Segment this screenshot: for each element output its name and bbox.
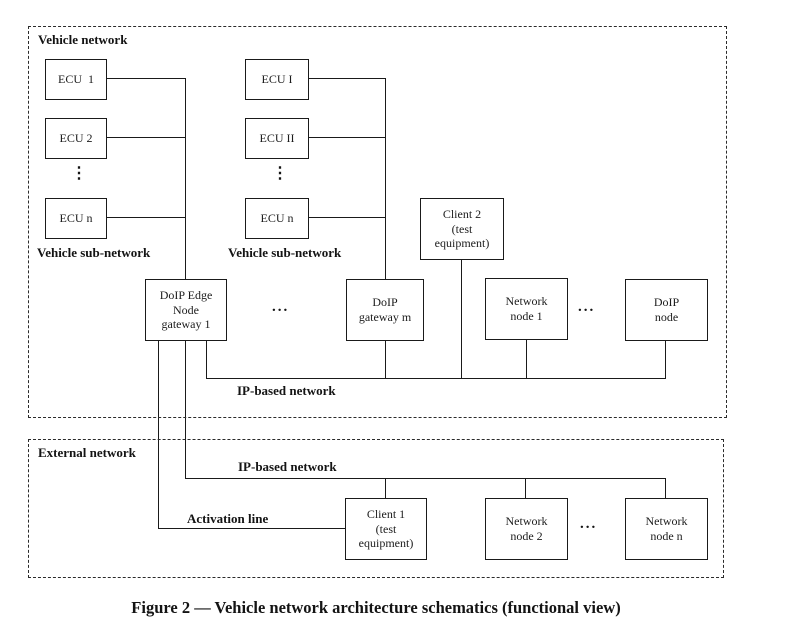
connector-client2-ip — [461, 258, 463, 378]
internal-ip-network-line — [206, 378, 666, 380]
connector-doip-node-ip — [665, 339, 667, 378]
doip-edge-gateway-box: DoIP Edge Node gateway 1 — [145, 279, 227, 341]
connector-network-node-1-ip — [526, 338, 528, 378]
ecu-i-box: ECU I — [245, 59, 309, 100]
connector-network-node-2-ip — [525, 478, 527, 498]
doip-node-box: DoIP node — [625, 279, 708, 341]
ecu-1-label: ECU 1 — [58, 72, 94, 87]
client-1-label-line2: (test — [375, 521, 397, 536]
doip-gateway-m-line2: gateway m — [358, 310, 412, 324]
internal-nodes-ellipsis: ... — [578, 299, 596, 315]
network-node-1-line2: node 1 — [510, 309, 543, 323]
doip-gateway-m-box: DoIP gateway m — [346, 279, 424, 341]
doip-node-line2: node — [654, 310, 679, 324]
vehicle-network-boundary — [28, 26, 727, 418]
network-node-n-box: Network node n — [625, 498, 708, 560]
ecu-ii-label: ECU II — [259, 131, 295, 146]
network-node-n-line1: Network — [645, 514, 688, 529]
network-node-2-line1: Network — [505, 514, 548, 529]
connector-network-node-n-ip — [665, 478, 667, 498]
connector-mid-subnet-bus — [385, 78, 387, 279]
client-1-label-line3: equipment) — [358, 536, 414, 551]
client-2-label-line1: Client 2 — [442, 207, 482, 222]
vehicle-network-label: Vehicle network — [38, 32, 128, 47]
mid-subnet-ellipsis: ⋮ — [272, 165, 288, 182]
client-2-label-line2: (test — [451, 221, 473, 236]
client-1-box: Client 1 (test equipment) — [345, 498, 427, 560]
client-1-label-line1: Client 1 — [366, 507, 406, 522]
connector-edge-gateway-ip — [206, 339, 208, 378]
left-subnet-ellipsis: ⋮ — [71, 165, 87, 182]
connector-ecu-b1-bus — [307, 78, 385, 80]
doip-gateway-m-line1: DoIP — [372, 295, 398, 310]
mid-subnet-label: Vehicle sub-network — [228, 245, 342, 260]
connector-ecu-a1-bus — [105, 78, 185, 80]
connector-client1-ip — [385, 478, 387, 498]
external-network-boundary — [28, 439, 724, 578]
connector-gateway-m-ip — [385, 339, 387, 378]
doip-edge-gateway-line3: gateway 1 — [161, 317, 211, 332]
ecu-n-left-box: ECU n — [45, 198, 107, 239]
ecu-i-label: ECU I — [261, 72, 293, 87]
network-node-2-line2: node 2 — [510, 529, 543, 543]
connector-edge-gateway-activation — [158, 339, 160, 528]
activation-line-label: Activation line — [187, 511, 269, 526]
left-subnet-label: Vehicle sub-network — [37, 245, 151, 260]
client-2-label-line3: equipment) — [434, 236, 490, 251]
doip-edge-gateway-line2: Node — [173, 302, 199, 317]
external-network-label: External network — [38, 445, 136, 460]
network-node-n-line2: node n — [650, 529, 683, 543]
ecu-1-box: ECU 1 — [45, 59, 107, 100]
activation-line — [158, 528, 345, 530]
doip-node-line1: DoIP — [653, 295, 680, 310]
ecu-2-label: ECU 2 — [59, 131, 93, 146]
connector-ecu-bn-bus — [307, 217, 385, 219]
ecu-n-mid-label: ECU n — [260, 211, 294, 226]
connector-ecu-an-bus — [105, 217, 185, 219]
doip-edge-gateway-line1: DoIP Edge — [159, 288, 213, 303]
ecu-ii-box: ECU II — [245, 118, 309, 159]
network-node-1-line1: Network — [505, 294, 548, 309]
connector-ecu-b2-bus — [307, 137, 385, 139]
client-2-box: Client 2 (test equipment) — [420, 198, 504, 260]
connector-left-subnet-bus — [185, 78, 187, 279]
ecu-n-left-label: ECU n — [59, 211, 93, 226]
figure-caption: Figure 2 — Vehicle network architecture … — [131, 598, 621, 617]
gateways-ellipsis: ... — [272, 299, 290, 315]
ecu-2-box: ECU 2 — [45, 118, 107, 159]
connector-ecu-a2-bus — [105, 137, 185, 139]
external-ip-network-label: IP-based network — [238, 459, 337, 474]
ecu-n-mid-box: ECU n — [245, 198, 309, 239]
external-nodes-ellipsis: ... — [580, 516, 598, 532]
internal-ip-network-label: IP-based network — [237, 383, 336, 398]
network-node-1-box: Network node 1 — [485, 278, 568, 340]
connector-edge-gateway-external-ip — [185, 339, 187, 478]
network-node-2-box: Network node 2 — [485, 498, 568, 560]
external-ip-network-line — [185, 478, 666, 480]
